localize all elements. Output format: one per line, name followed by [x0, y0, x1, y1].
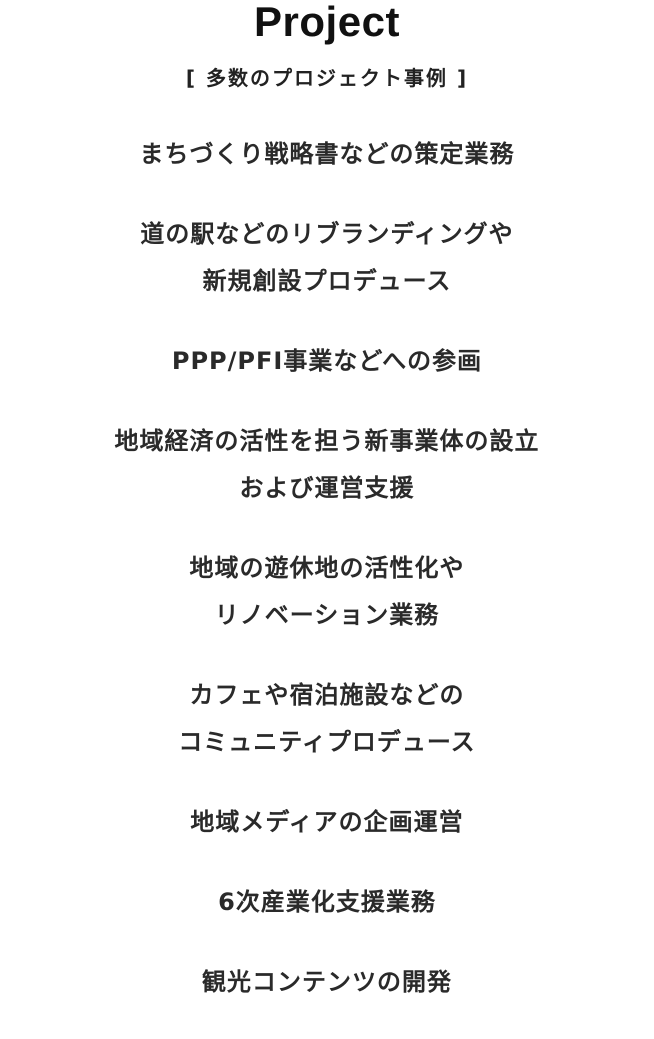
- project-item-line: および運営支援: [239, 474, 415, 502]
- project-item: 地域メディアの企画運営: [0, 799, 654, 846]
- project-item: 道の駅などのリブランディングや新規創設プロデュース: [0, 211, 654, 305]
- project-item-line: PPP/PFI事業などへの参画: [171, 347, 483, 375]
- project-item-line: コミュニティプロデュース: [178, 728, 476, 756]
- project-item-line: リノベーション業務: [214, 601, 440, 629]
- project-item: まちづくり戦略書などの策定業務: [0, 131, 654, 178]
- project-item: 6次産業化支援業務: [0, 879, 654, 926]
- project-item-line: カフェや宿泊施設などの: [189, 681, 465, 709]
- project-item-line: 観光コンテンツの開発: [202, 968, 452, 996]
- project-item-line: 地域経済の活性を担う新事業体の設立: [114, 427, 540, 455]
- project-item-line: 道の駅などのリブランディングや: [140, 220, 514, 248]
- project-item: カフェや宿泊施設などのコミュニティプロデュース: [0, 672, 654, 766]
- project-item-line: 地域メディアの企画運営: [190, 808, 464, 836]
- project-item-line: 地域の遊休地の活性化や: [189, 554, 465, 582]
- page-title: Project: [254, 0, 400, 45]
- project-item-line: 6次産業化支援業務: [218, 888, 436, 916]
- project-item-line: 新規創設プロデュース: [202, 267, 452, 295]
- project-item: 地域の遊休地の活性化やリノベーション業務: [0, 545, 654, 639]
- page-subtitle: [ 多数のプロジェクト事例 ]: [185, 66, 469, 90]
- project-item: PPP/PFI事業などへの参画: [0, 338, 654, 385]
- project-item: 観光コンテンツの開発: [0, 959, 654, 1006]
- project-item-line: まちづくり戦略書などの策定業務: [139, 140, 515, 168]
- project-item: 地域経済の活性を担う新事業体の設立および運営支援: [0, 418, 654, 512]
- project-list: まちづくり戦略書などの策定業務道の駅などのリブランディングや新規創設プロデュース…: [0, 131, 654, 1039]
